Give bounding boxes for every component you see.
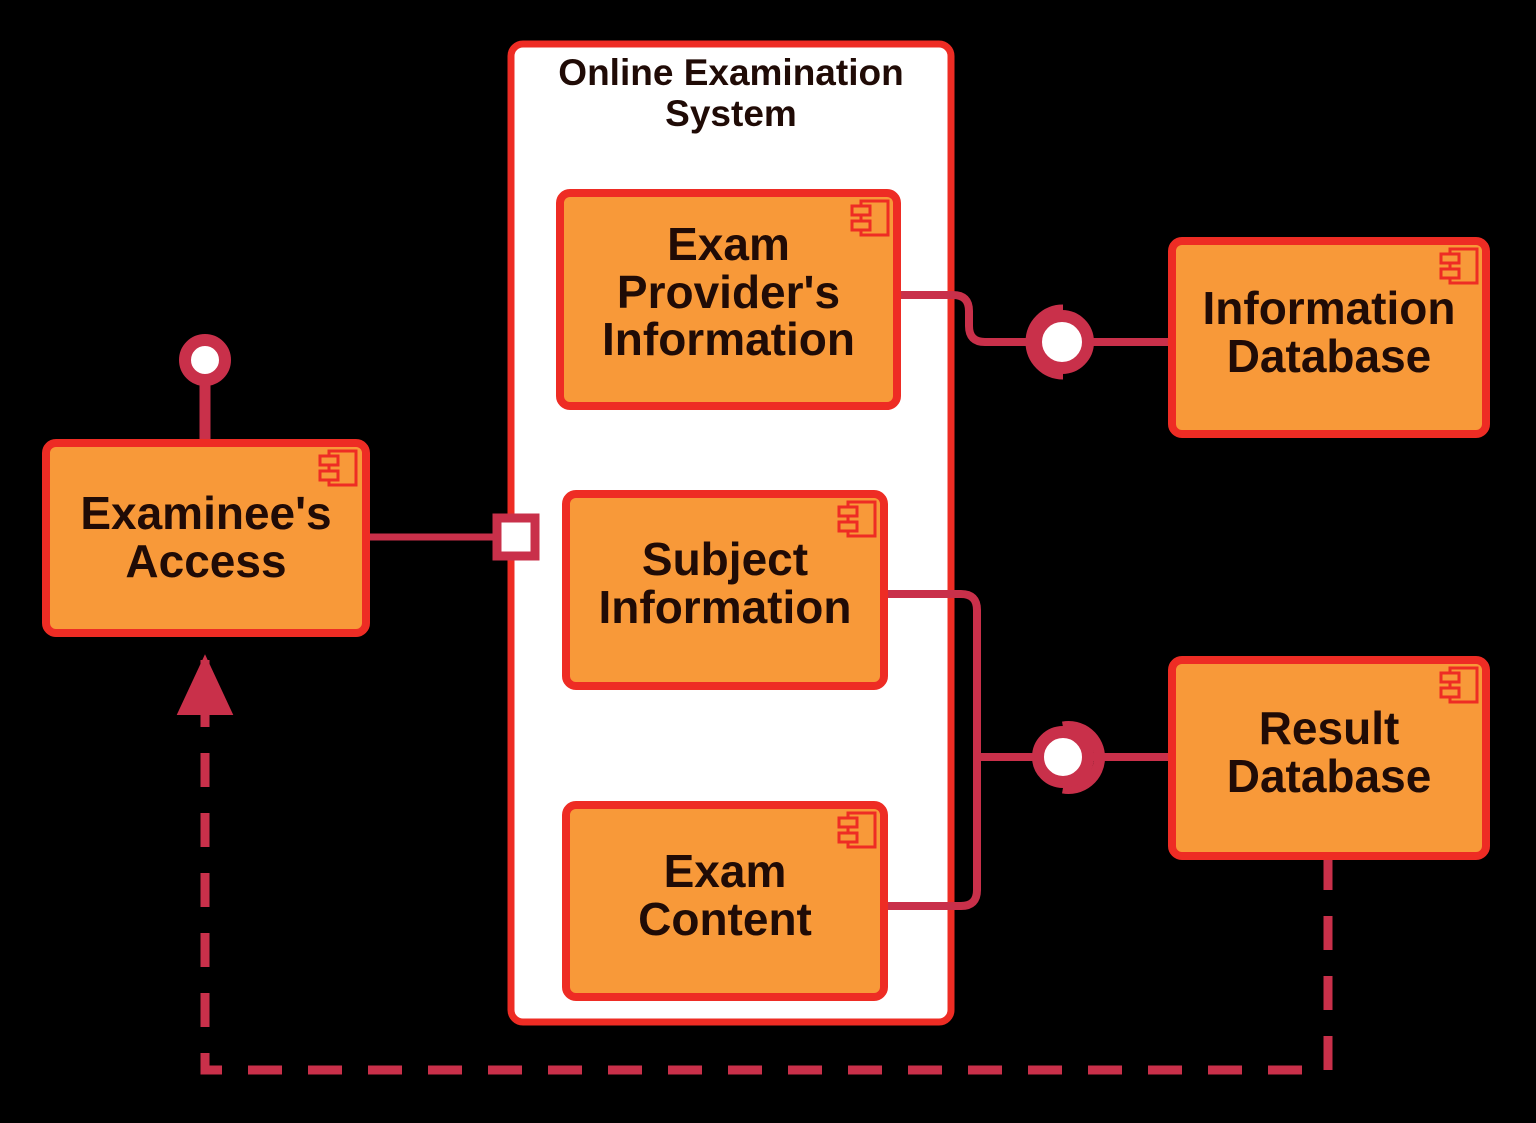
component-examinee-access[interactable] bbox=[42, 439, 370, 637]
connector-exam-data-to-result-database bbox=[880, 590, 1172, 910]
interface-ball-icon bbox=[1032, 726, 1094, 788]
connector-examinee-to-system bbox=[366, 513, 540, 561]
component-result-database[interactable] bbox=[1168, 656, 1490, 860]
component-subject-information[interactable] bbox=[562, 490, 888, 690]
provided-interface-ball-icon bbox=[179, 334, 231, 386]
port-square-icon bbox=[492, 513, 540, 561]
socket-arc-icon bbox=[1062, 721, 1106, 794]
component-information-database[interactable] bbox=[1168, 237, 1490, 438]
interface-ball-icon bbox=[1030, 310, 1094, 374]
system-boundary-title: Online Examination System bbox=[558, 52, 904, 135]
connector-exam-provider-to-information-database bbox=[893, 291, 1172, 380]
connector-examinee-provided-interface bbox=[179, 334, 231, 446]
component-exam-content[interactable] bbox=[562, 801, 888, 1001]
component-exam-providers-information[interactable] bbox=[556, 189, 901, 410]
